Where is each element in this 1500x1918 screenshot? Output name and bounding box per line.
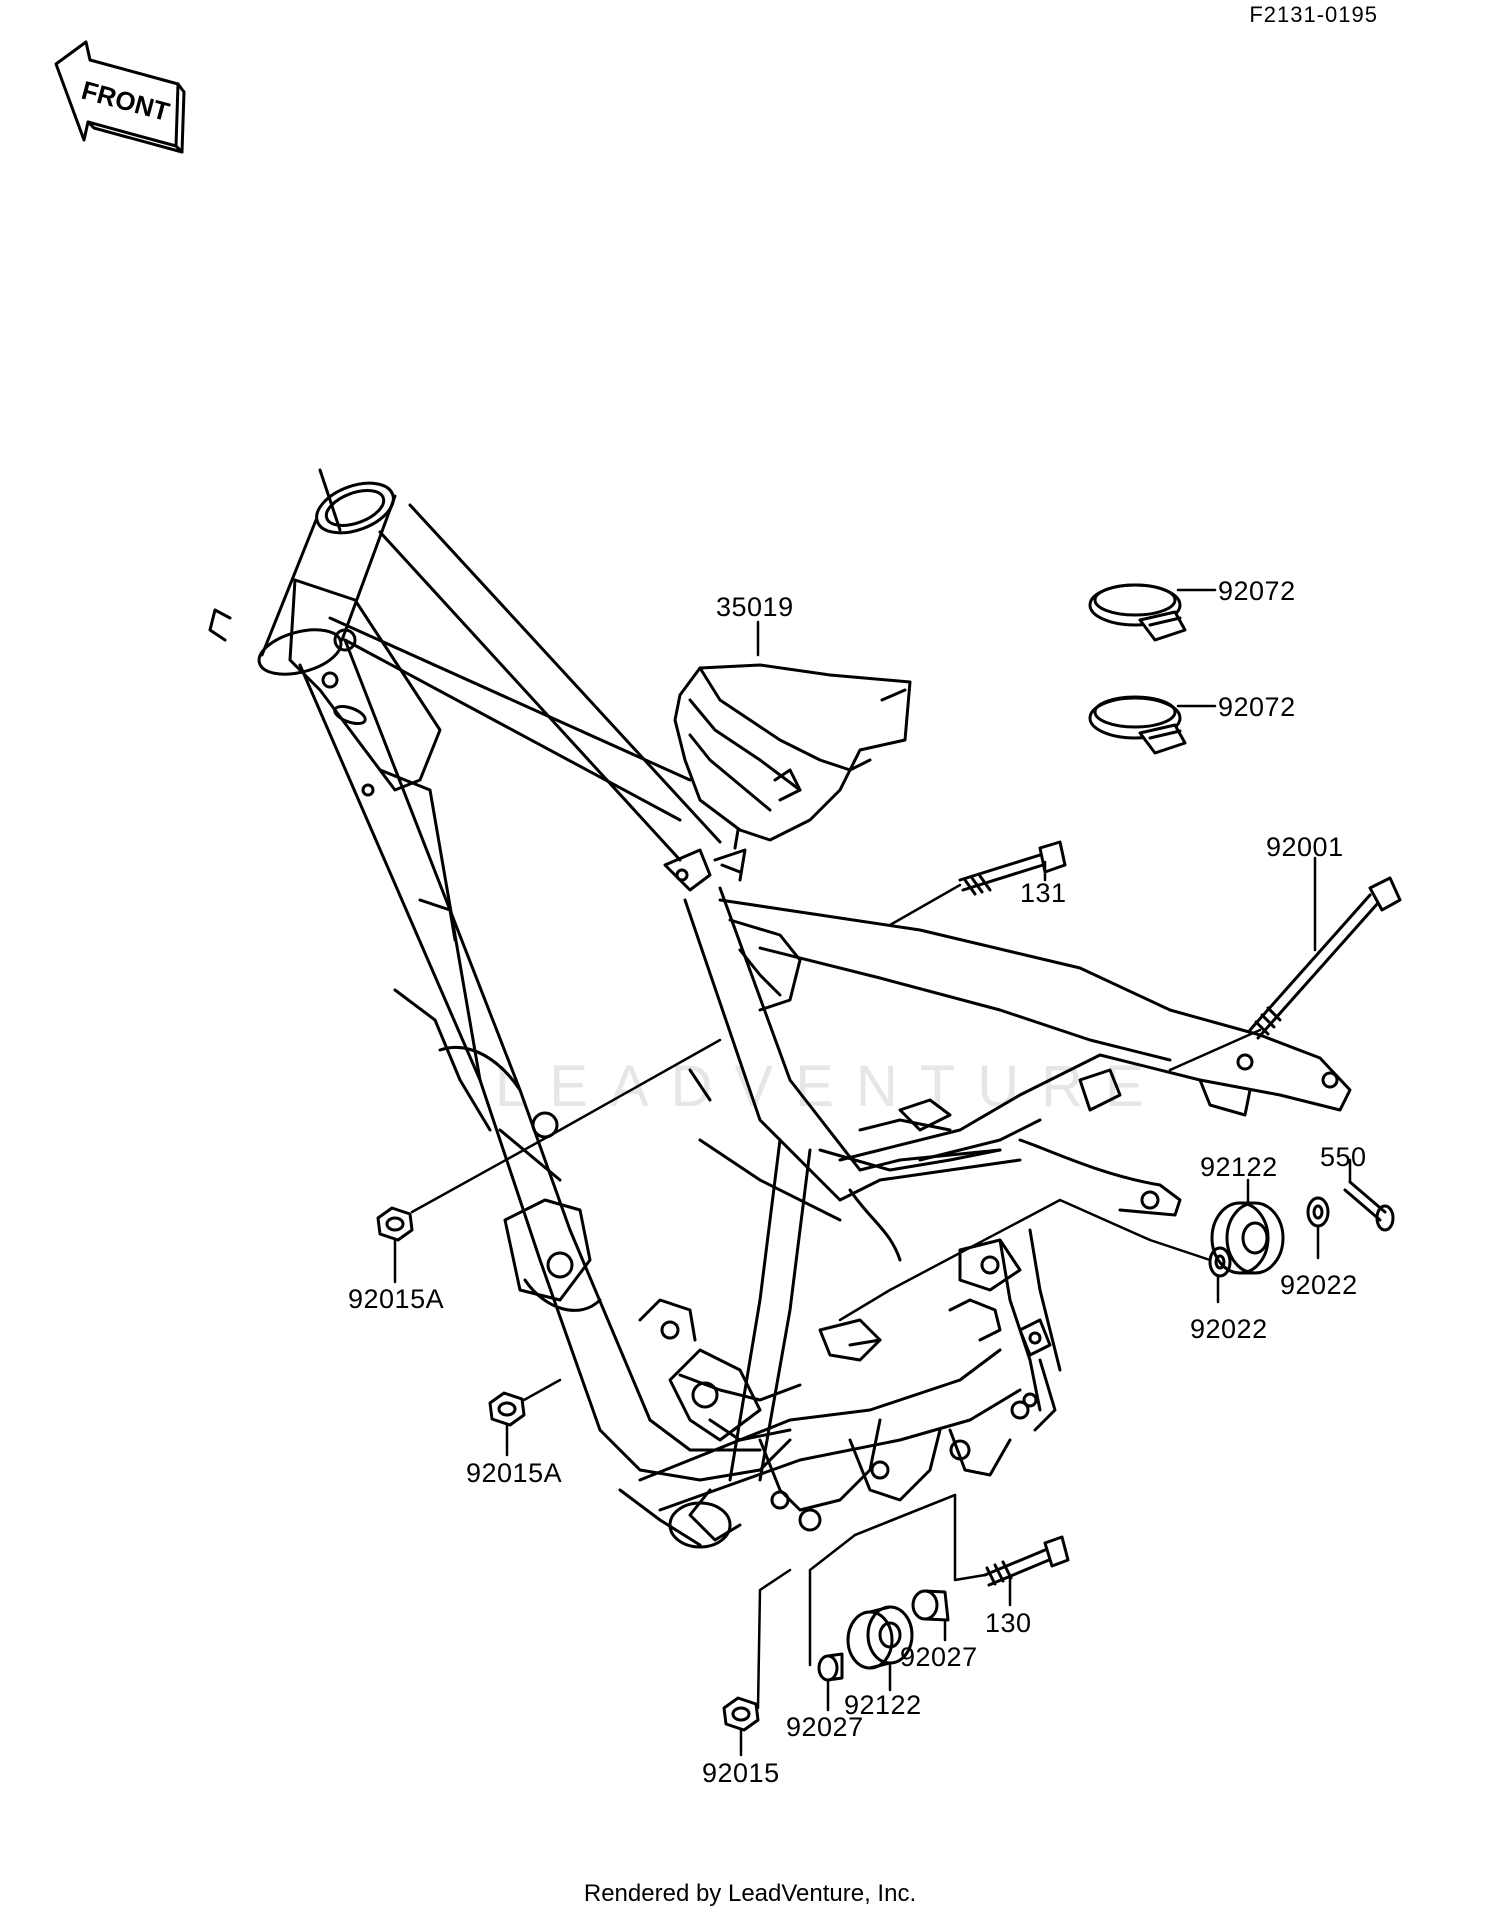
part-label-92022-b[interactable]: 92022: [1190, 1314, 1268, 1344]
collar-92027-a-drawing: [911, 1589, 950, 1622]
part-label-131[interactable]: 131: [1020, 878, 1067, 908]
bolt-92001-drawing: [1248, 876, 1402, 1040]
part-label-92027-a[interactable]: 92027: [900, 1642, 978, 1672]
front-arrow-icon: FRONT: [54, 40, 186, 154]
washer-92022-a-drawing: [1306, 1196, 1330, 1228]
part-label-92122-a[interactable]: 92122: [1200, 1152, 1278, 1182]
bolt-130-drawing: [983, 1535, 1070, 1587]
diagram-id: F2131-0195: [1249, 2, 1378, 27]
part-label-92072-b[interactable]: 92072: [1218, 692, 1296, 722]
cotter-pin-550-drawing: [1343, 1180, 1395, 1232]
part-label-92027-b[interactable]: 92027: [786, 1712, 864, 1742]
part-label-92015A-b[interactable]: 92015A: [466, 1458, 563, 1488]
clamp-92072-b-drawing: [1088, 695, 1187, 755]
part-label-92022-a[interactable]: 92022: [1280, 1270, 1358, 1300]
nut-92015-drawing: [722, 1696, 760, 1732]
nut-92015A-b-drawing: [488, 1391, 526, 1427]
part-label-35019[interactable]: 35019: [716, 592, 794, 622]
part-label-92072-a[interactable]: 92072: [1218, 576, 1296, 606]
part-35019-drawing: [673, 663, 912, 842]
mount-92122-b-drawing: [846, 1605, 914, 1670]
part-label-92001[interactable]: 92001: [1266, 832, 1344, 862]
footer-credit: Rendered by LeadVenture, Inc.: [583, 1880, 917, 1907]
part-label-130[interactable]: 130: [985, 1608, 1032, 1638]
collar-92027-b-drawing: [817, 1652, 844, 1682]
washer-92022-b-drawing: [1208, 1246, 1232, 1278]
part-label-92122-b[interactable]: 92122: [844, 1690, 922, 1720]
part-label-92015A-a[interactable]: 92015A: [348, 1284, 445, 1314]
clamp-92072-a-drawing: [1088, 583, 1187, 642]
mount-92122-a-drawing: [1210, 1201, 1285, 1275]
part-label-550[interactable]: 550: [1320, 1142, 1367, 1172]
steering-head: [208, 468, 397, 676]
part-label-92015[interactable]: 92015: [702, 1758, 780, 1788]
nut-92015A-a-drawing: [376, 1206, 414, 1242]
